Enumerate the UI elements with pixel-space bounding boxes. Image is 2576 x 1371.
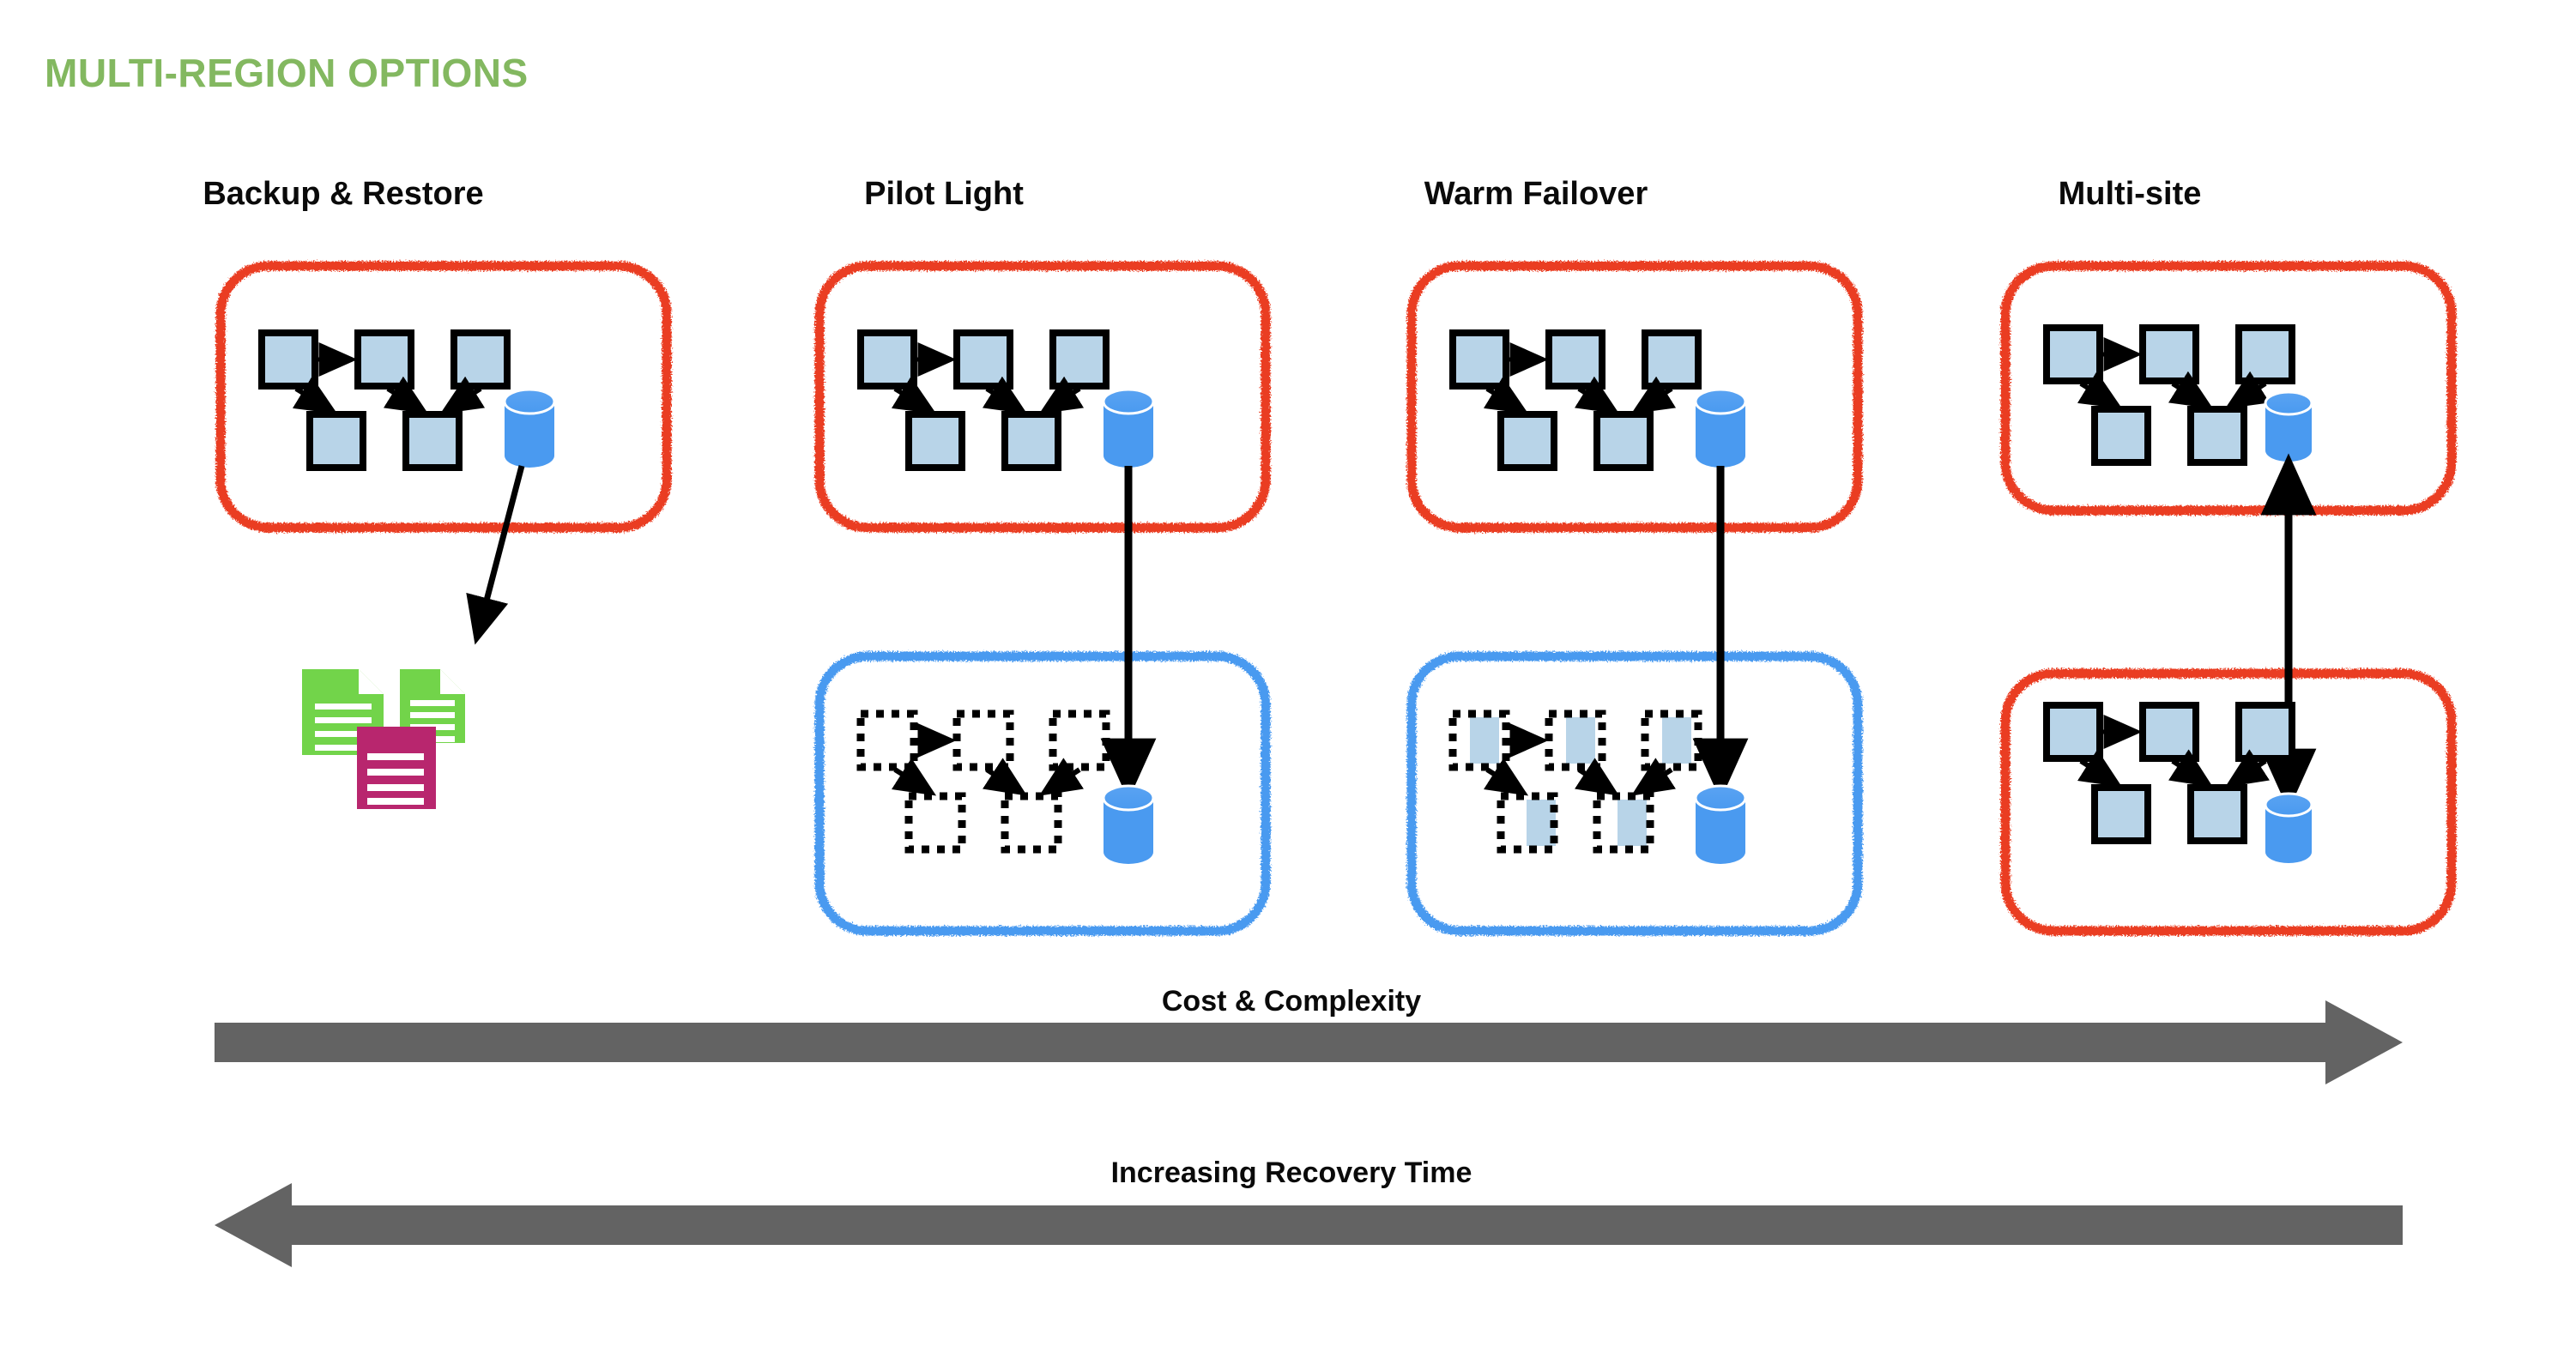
flow-arrow (2168, 749, 2214, 788)
region-secondary-pilot-light (814, 651, 1271, 936)
flow-arrow (1630, 758, 1676, 796)
service-box (258, 329, 318, 390)
flow-arrow (1038, 758, 1084, 796)
service-box (2139, 702, 2199, 762)
service-box-dormant (1049, 710, 1110, 771)
database-cylinder (1102, 784, 1155, 864)
service-box-warm (1545, 710, 1606, 771)
region-secondary-multi-site (2000, 668, 2457, 936)
flow-arrow (2077, 749, 2123, 788)
service-box (2139, 324, 2199, 384)
documents-group (302, 669, 465, 809)
service-box-dormant (952, 710, 1014, 771)
architecture-group-warm-failover-primary (1449, 329, 1747, 471)
flow-arrow (2168, 371, 2214, 409)
database-cylinder (1694, 784, 1747, 864)
column-multi-site (2000, 261, 2457, 936)
column-header-warm-failover: Warm Failover (1424, 176, 1648, 212)
service-box (905, 411, 965, 471)
column-warm-failover (1406, 261, 1863, 936)
service-box (2235, 702, 2295, 762)
service-box (2043, 702, 2103, 762)
service-box-warm (1641, 710, 1702, 771)
service-box (2187, 406, 2247, 466)
architecture-group-warm-failover-secondary (1448, 710, 1747, 864)
service-box (1001, 411, 1061, 471)
flow-arrow (891, 376, 937, 414)
page-title: MULTI-REGION OPTIONS (45, 51, 529, 95)
service-box (402, 411, 463, 471)
service-box (2091, 784, 2151, 844)
service-box-dormant (904, 792, 966, 854)
service-box (354, 329, 414, 390)
architecture-group-pilot-light-secondary (856, 710, 1155, 864)
service-box (1593, 411, 1654, 471)
database-cylinder (503, 388, 556, 468)
flow-arrow (383, 376, 429, 414)
database-cylinder (1694, 388, 1747, 468)
region-primary-warm-failover (1406, 261, 1863, 533)
region-primary-multi-site (2000, 261, 2457, 516)
axis-label-cost-complexity: Cost & Complexity (1161, 985, 1422, 1018)
service-box (306, 411, 366, 471)
axis-label-recovery-time: Increasing Recovery Time (1110, 1157, 1472, 1189)
service-box-dormant (1001, 792, 1062, 854)
column-backup-restore (215, 261, 672, 809)
flow-arrow (1483, 758, 1529, 796)
architecture-group-multi-site-primary (2043, 324, 2313, 466)
service-box-warm (1593, 792, 1654, 854)
service-box (2235, 324, 2295, 384)
architecture-group-multi-site-secondary (2043, 702, 2313, 863)
architecture-group-pilot-light-primary (857, 329, 1155, 471)
service-box-dormant (856, 710, 918, 771)
flow-arrow (983, 758, 1028, 796)
flow-arrow (2077, 371, 2123, 409)
flow-arrow (1483, 376, 1529, 414)
flow-arrow (1575, 758, 1620, 796)
service-box-warm (1497, 792, 1558, 854)
axis-arrow-cost-complexity (215, 1000, 2403, 1084)
service-box (2187, 784, 2247, 844)
service-box (1497, 411, 1557, 471)
service-box (1449, 329, 1509, 390)
backup-connector-arrow (466, 465, 525, 645)
architecture-group-backup-restore (258, 329, 556, 645)
service-box (450, 329, 511, 390)
flow-arrow (439, 376, 486, 414)
flow-arrow (292, 376, 338, 414)
axis-arrow-recovery-time (215, 1183, 2403, 1267)
service-box (1642, 329, 1702, 390)
flow-arrow (1038, 376, 1085, 414)
flow-arrow (891, 758, 937, 796)
service-box (953, 329, 1013, 390)
flow-arrow (1630, 376, 1677, 414)
service-box (2043, 324, 2103, 384)
column-pilot-light (814, 261, 1271, 936)
service-box-warm (1448, 710, 1510, 771)
flow-arrow (1574, 376, 1620, 414)
column-header-multi-site: Multi-site (2058, 176, 2202, 212)
region-primary-backup-restore (215, 261, 672, 533)
service-box (1049, 329, 1110, 390)
region-secondary-warm-failover (1406, 651, 1863, 936)
service-box (2091, 406, 2151, 466)
flow-arrow (982, 376, 1028, 414)
region-primary-pilot-light (814, 261, 1271, 533)
document-icon-magenta (357, 727, 436, 809)
flow-arrow (2224, 371, 2271, 409)
database-cylinder (2264, 792, 2313, 863)
flow-arrow (2224, 749, 2270, 788)
service-box (857, 329, 917, 390)
column-header-pilot-light: Pilot Light (864, 176, 1024, 212)
service-box (1545, 329, 1605, 390)
database-cylinder (2264, 390, 2313, 462)
database-cylinder (1102, 388, 1155, 468)
column-header-backup-restore: Backup & Restore (203, 176, 484, 212)
